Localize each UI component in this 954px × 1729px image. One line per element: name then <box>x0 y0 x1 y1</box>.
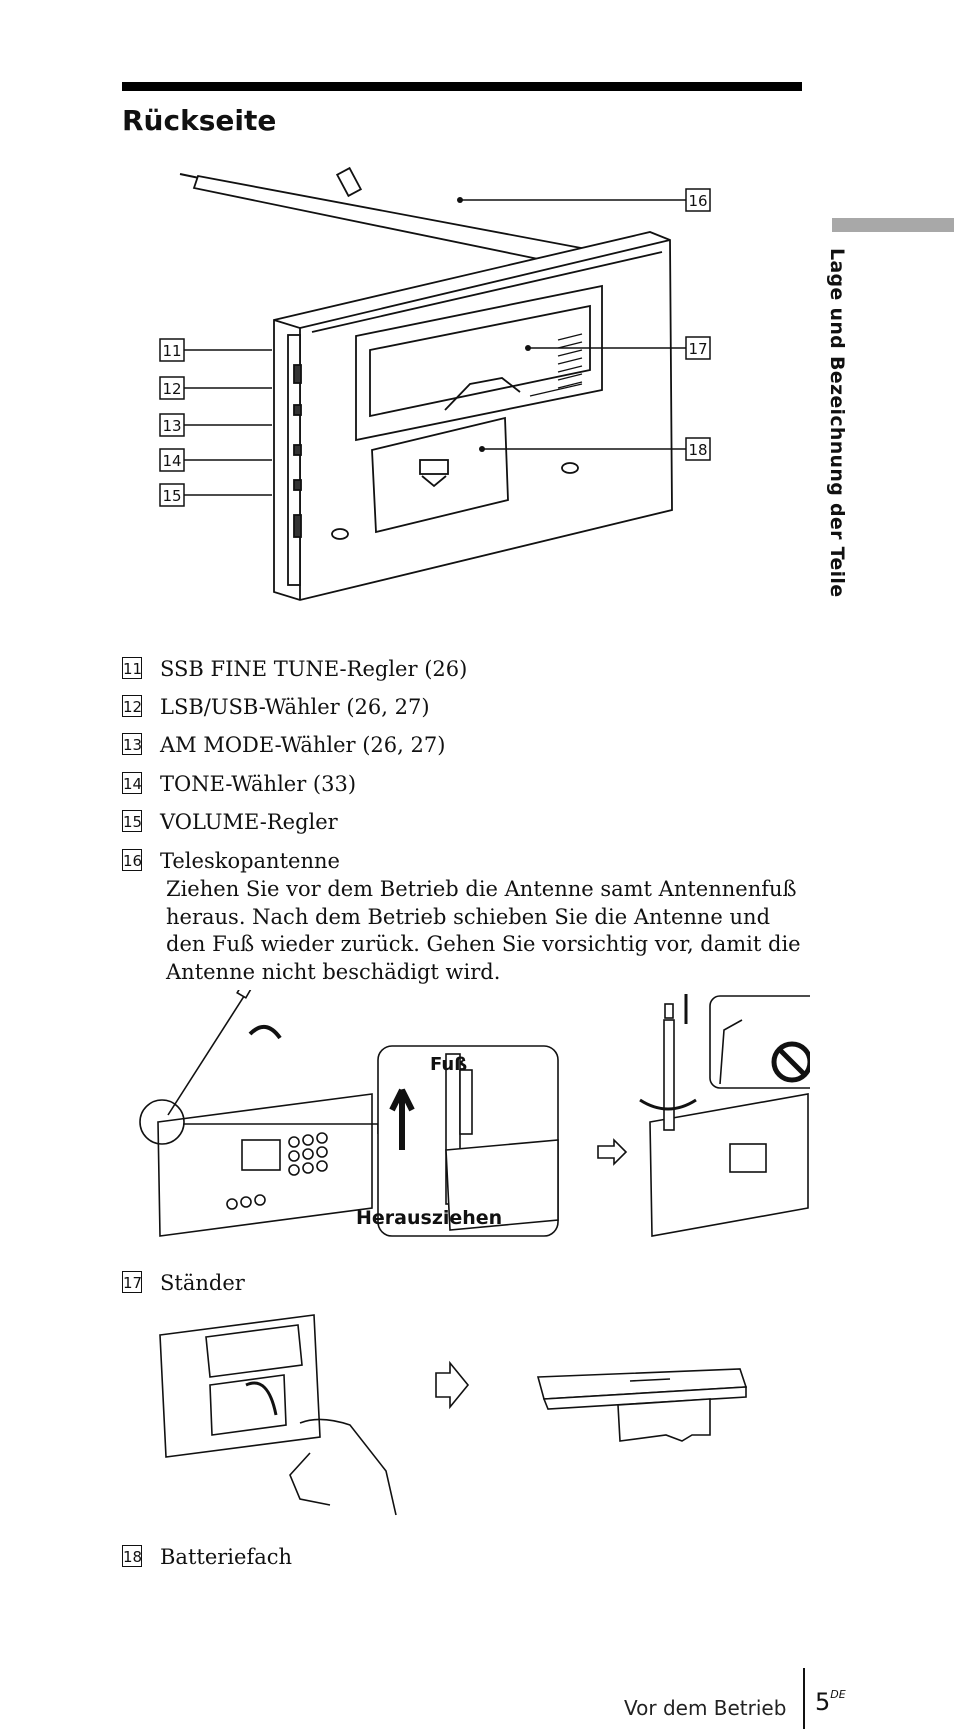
antenna-extension-figure: Fuß Herausziehen <box>139 990 810 1237</box>
rear-view-figure: 11 12 13 14 15 16 17 18 <box>159 166 711 601</box>
page-number: 5DE <box>815 1688 846 1716</box>
callout-18: 18 <box>688 441 707 459</box>
page-heading: Rückseite <box>122 104 277 137</box>
side-section-label: Lage und Bezeichnung der Teile <box>826 248 848 598</box>
callout-16: 16 <box>688 192 707 210</box>
list-item: 18 Batteriefach <box>122 1544 292 1571</box>
callout-11: 11 <box>162 342 181 360</box>
item-number: 18 <box>122 1545 142 1567</box>
item-number: 11 <box>122 657 142 679</box>
callout-15: 15 <box>162 487 181 505</box>
list-item: 11 SSB FINE TUNE-Regler (26) <box>122 656 467 683</box>
footer-section-title: Vor dem Betrieb <box>624 1696 787 1720</box>
footer-divider <box>803 1668 805 1729</box>
item-number: 13 <box>122 733 142 755</box>
list-item: 13 AM MODE-Wähler (26, 27) <box>122 732 445 759</box>
list-item: 12 LSB/USB-Wähler (26, 27) <box>122 694 430 721</box>
label-pull-out: Herausziehen <box>356 1207 502 1229</box>
stand-figure <box>159 1314 748 1516</box>
item-text: VOLUME-Regler <box>160 810 338 834</box>
callout-17: 17 <box>688 340 707 358</box>
item-text: Ständer <box>160 1271 245 1295</box>
item-number: 12 <box>122 695 142 717</box>
list-item: 14 TONE-Wähler (33) <box>122 771 356 798</box>
item-text: AM MODE-Wähler (26, 27) <box>160 733 446 757</box>
item-text: TONE-Wähler (33) <box>160 772 357 796</box>
item-number: 17 <box>122 1271 142 1293</box>
callout-14: 14 <box>162 452 181 470</box>
item-text: Batteriefach <box>160 1545 293 1569</box>
top-rule <box>122 82 802 91</box>
side-tab-bar <box>832 218 954 232</box>
page-number-suffix: DE <box>830 1688 846 1701</box>
list-item: 15 VOLUME-Regler <box>122 809 338 836</box>
callout-13: 13 <box>162 417 181 435</box>
item-number: 16 <box>122 849 142 871</box>
page-number-value: 5 <box>815 1688 831 1716</box>
item-text: Teleskopantenne <box>160 849 340 873</box>
item-number: 15 <box>122 810 142 832</box>
antenna-description: Ziehen Sie vor dem Betrieb die Antenne s… <box>166 877 801 984</box>
item-number: 14 <box>122 772 142 794</box>
callout-12: 12 <box>162 380 181 398</box>
label-foot: Fuß <box>430 1054 467 1075</box>
item-text: LSB/USB-Wähler (26, 27) <box>160 695 430 719</box>
list-item: 16 Teleskopantenne <box>122 848 340 875</box>
item-text: SSB FINE TUNE-Regler (26) <box>160 657 468 681</box>
list-item: 17 Ständer <box>122 1270 245 1297</box>
